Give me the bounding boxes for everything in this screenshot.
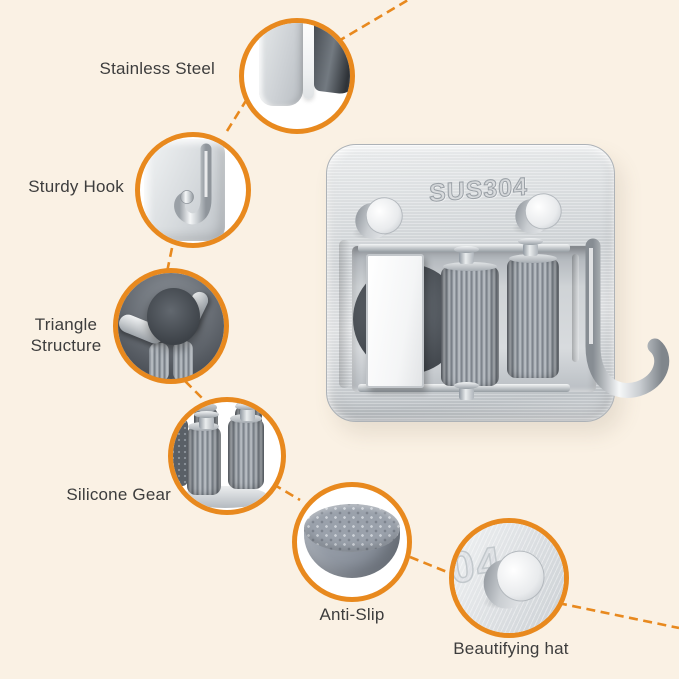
gear-roller-front-right xyxy=(228,414,264,490)
callout-circle-triangle-structure xyxy=(113,268,229,384)
roller-closeup-right xyxy=(173,340,194,379)
label-anti-slip: Anti-Slip xyxy=(319,605,385,624)
roller-closeup-left xyxy=(148,342,169,379)
label-sturdy-hook: Sturdy Hook xyxy=(28,177,124,196)
callout-circle-beautifying-hat: 04 xyxy=(449,518,569,638)
callout-circle-stainless-steel xyxy=(239,18,355,134)
connector-triangle-to-gear xyxy=(184,380,204,400)
beautifying-hat-left xyxy=(351,194,406,242)
product-wall-mount-broom-holder: SUS304 xyxy=(326,144,670,422)
sliding-press-plate xyxy=(366,254,424,388)
sturdy-hook-shape xyxy=(585,238,670,398)
connector-antislip-to-hat xyxy=(409,555,453,576)
roller-pin xyxy=(454,246,479,264)
connector-gear-to-antislip xyxy=(272,482,301,502)
label-beautifying-hat: Beautifying hat xyxy=(453,639,569,658)
label-silicone-gear: Silicone Gear xyxy=(66,485,171,504)
anti-slip-textured-top xyxy=(303,503,401,552)
silicone-gear-roller-left xyxy=(441,262,499,386)
callout-circle-sturdy-hook xyxy=(135,132,251,248)
gear-roller-front-left xyxy=(187,421,221,495)
beautifying-hat-right xyxy=(511,190,565,237)
steel-edge-highlight xyxy=(303,23,314,100)
hook-closeup-shape xyxy=(174,143,212,225)
gear-pin-right xyxy=(234,403,260,422)
roller-pin xyxy=(518,238,543,256)
steel-plate-closeup xyxy=(258,23,304,106)
gear-pin-left xyxy=(193,411,219,430)
steel-folded-edge xyxy=(313,23,350,96)
callout-circle-silicone-gear xyxy=(168,397,286,515)
left-groove xyxy=(339,240,350,388)
perforated-dome xyxy=(146,287,200,346)
connector-hat-to-edge xyxy=(557,601,679,630)
label-stainless-steel: Stainless Steel xyxy=(99,59,215,78)
connector-stainless-to-hook xyxy=(225,98,249,132)
hook-groove xyxy=(572,254,579,362)
roller-pin xyxy=(454,382,479,400)
silicone-gear-roller-right xyxy=(507,254,559,378)
label-triangle-structure: Triangle Structure xyxy=(30,315,102,355)
callout-circle-anti-slip xyxy=(292,482,412,602)
perforated-strip xyxy=(173,419,189,487)
